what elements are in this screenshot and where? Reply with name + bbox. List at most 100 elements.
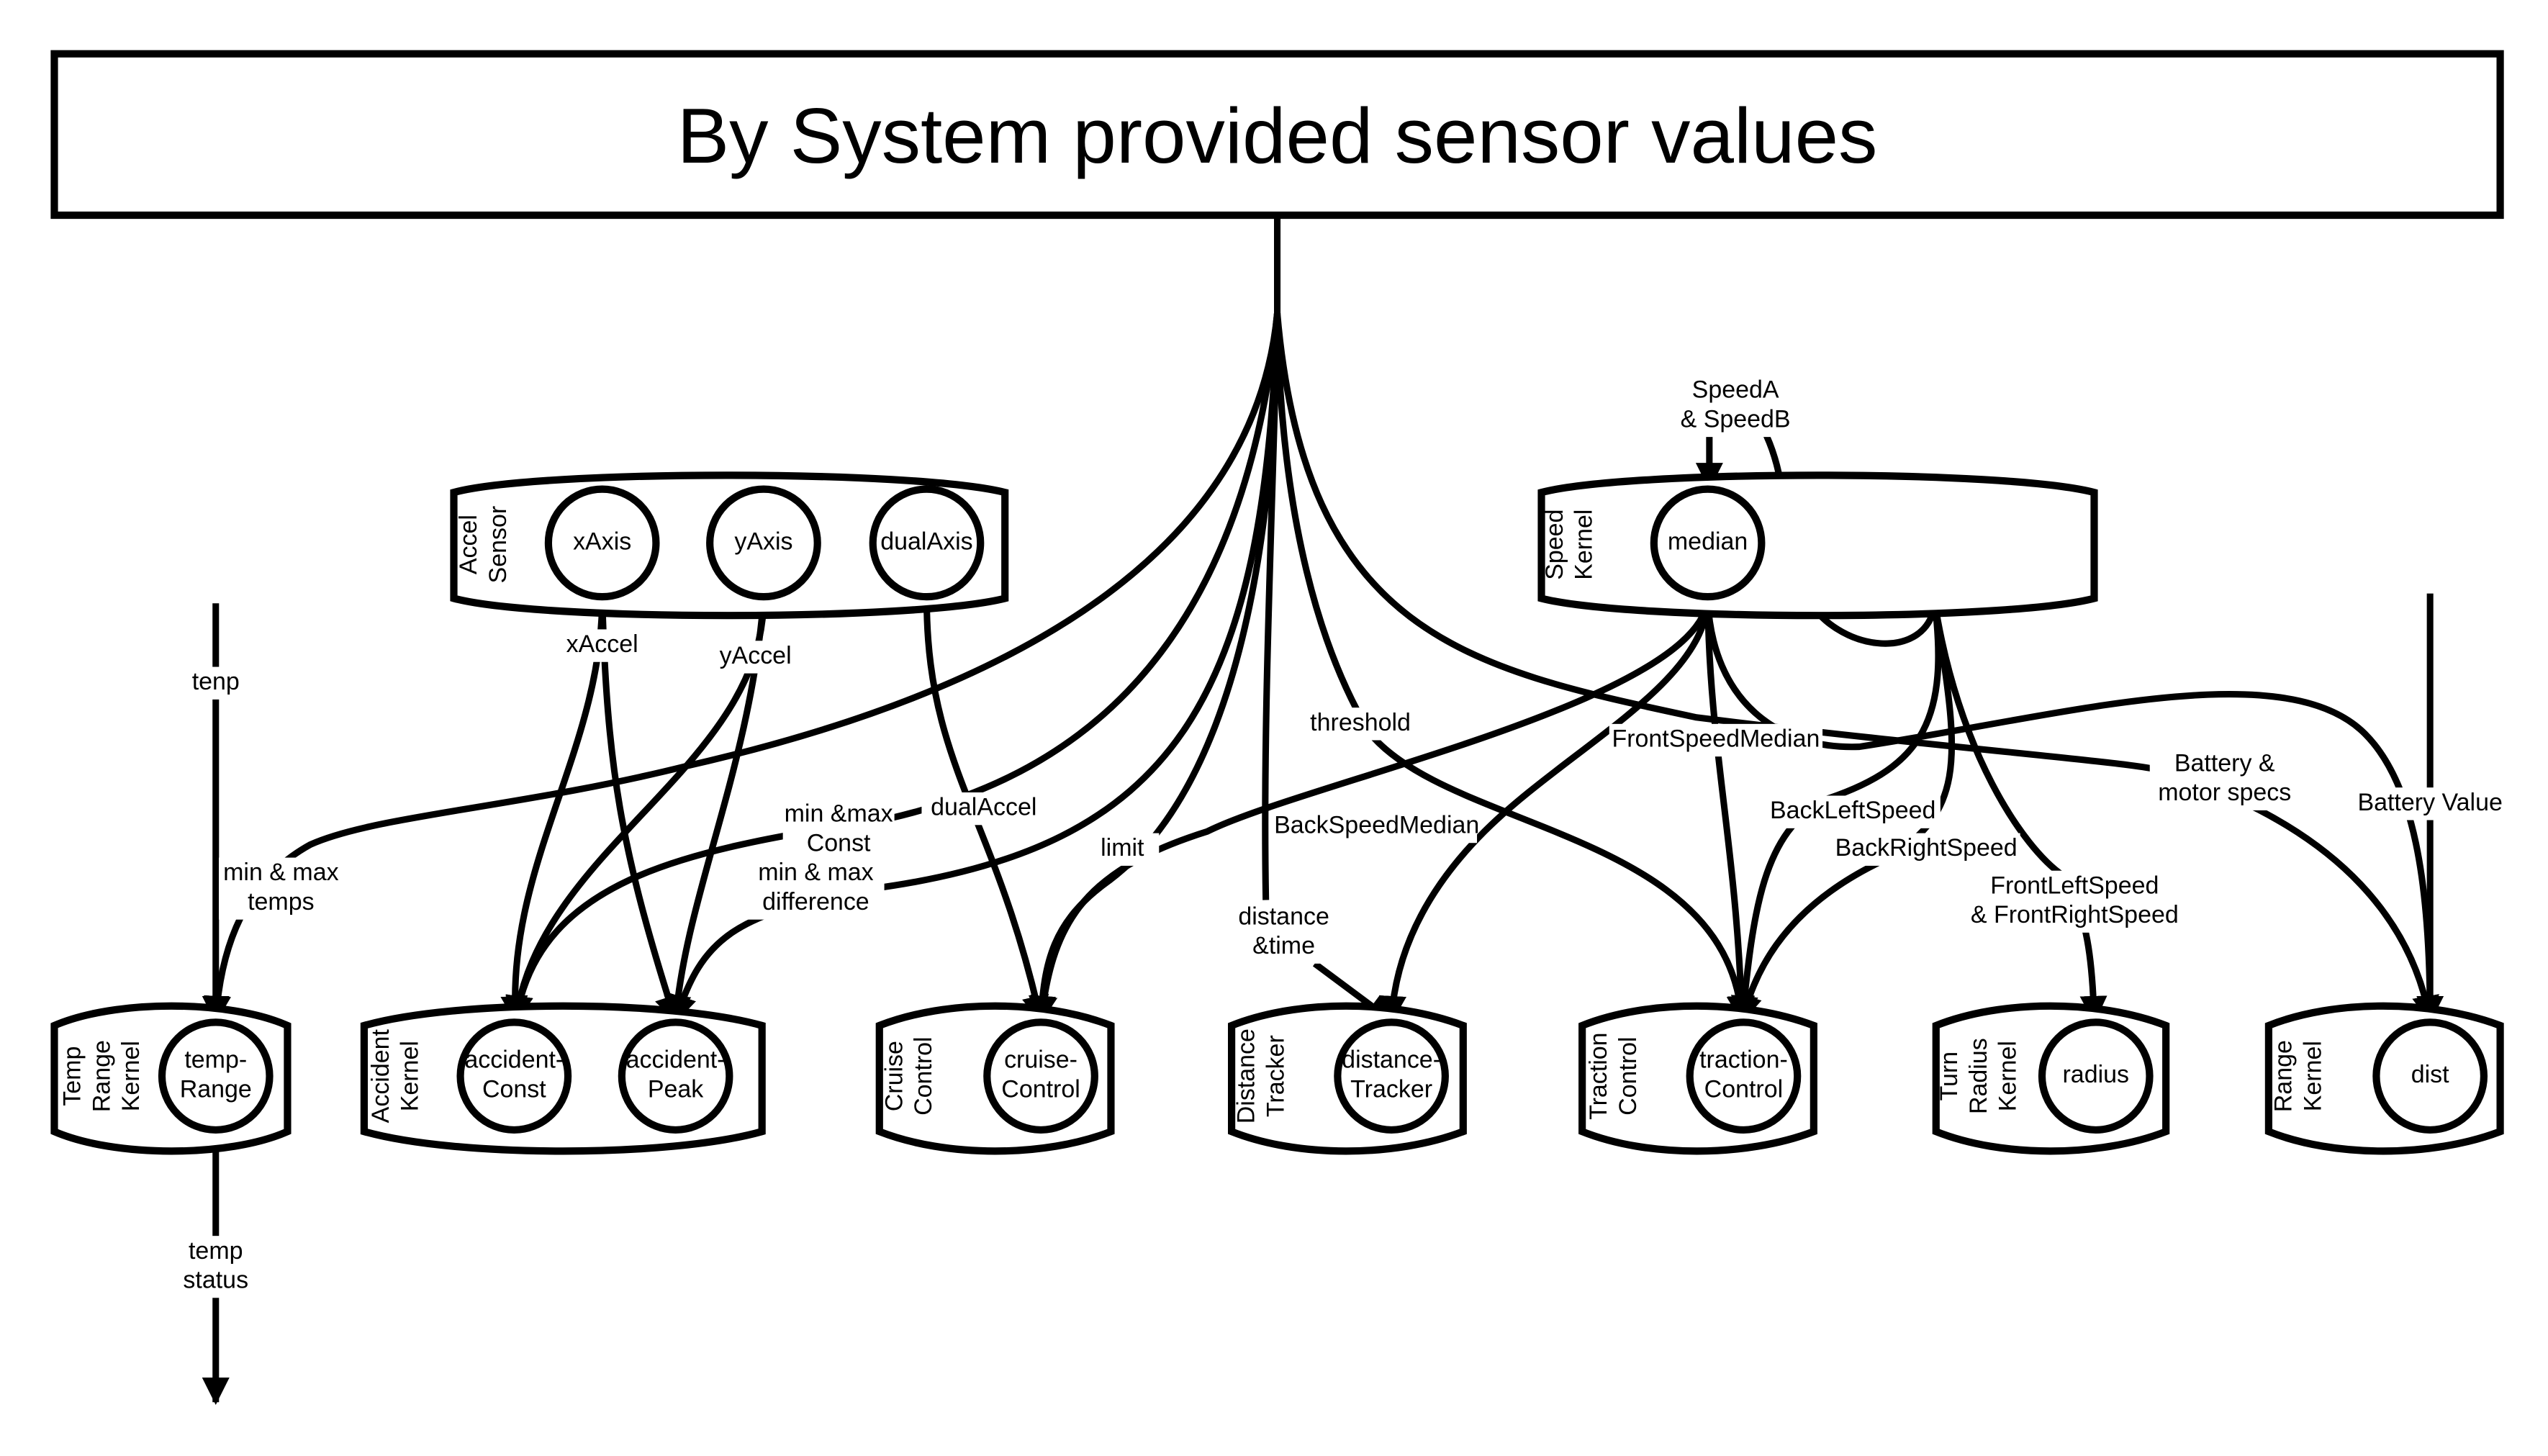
container-label-cruise-control-line: Cruise (880, 1041, 908, 1111)
node-label-dual-axis: dualAxis (880, 528, 972, 555)
edge-label-dual-accel: dualAccel (921, 792, 1047, 826)
edge-label-limit: limit (1085, 833, 1160, 866)
node-label-y-axis: yAxis (734, 528, 792, 555)
container-label-traction-control-line: Traction (1585, 1032, 1612, 1119)
container-label-turn-radius-kernel-line: Radius (1965, 1038, 1992, 1114)
node-temp-range (158, 1018, 274, 1134)
edge-label-x-accel-line: xAccel (566, 630, 638, 658)
node-label-accident-const-line: accident- (464, 1046, 564, 1074)
edge-label-min-max-difference-line: difference (762, 888, 869, 915)
node-label-accident-peak-line: Peak (648, 1076, 704, 1103)
node-label-temp-range-line: temp- (184, 1046, 247, 1074)
node-dual-axis (869, 485, 985, 601)
node-label-radius-line: radius (2062, 1061, 2129, 1088)
edge-difference (669, 312, 1281, 1023)
container-label-accel-sensor-line: Sensor (484, 506, 512, 584)
node-label-distance-tracker-line: Tracker (1350, 1076, 1432, 1103)
edge-label-battery-value: Battery Value (2342, 787, 2518, 820)
node-label-traction-control-line: Control (1704, 1076, 1784, 1103)
edge-label-back-left-speed-line: BackLeftSpeed (1770, 797, 1935, 824)
edge-label-threshold: threshold (1298, 707, 1423, 741)
node-traction-control (1686, 1018, 1802, 1134)
edge-label-battery-motor-specs: Battery &motor specs (2149, 748, 2300, 810)
edge-threshold-to-traction (1274, 312, 1754, 1023)
container-label-traction-control-line: Control (1614, 1036, 1642, 1116)
edge-label-back-speed-median: BackSpeedMedian (1274, 810, 1479, 844)
edge-label-front-speed-median: FrontSpeedMedian (1609, 723, 1823, 757)
edge-label-distance-time: distance&time (1228, 901, 1340, 964)
edge-label-battery-value-line: Battery Value (2357, 789, 2502, 816)
node-label-dual-axis-line: dualAxis (880, 528, 972, 555)
container-label-accident-kernel-line: Kernel (397, 1041, 424, 1111)
edge-const-threshold (506, 312, 1281, 1023)
edge-label-tenp: tenp (185, 666, 246, 700)
speed-kernel-container (1537, 471, 2098, 620)
system-box (50, 50, 2504, 220)
edge-label-min-max-temps-line: min & max (223, 859, 338, 886)
edge-label-front-left-right-speed-line: FrontLeftSpeed (1990, 872, 2159, 899)
edge-median-fan (1704, 600, 2434, 1021)
node-median (1650, 485, 1766, 601)
container-label-distance-tracker-line: Distance (1233, 1028, 1260, 1123)
node-label-cruise-control-line: Control (1001, 1076, 1080, 1103)
container-label-cruise-control-line: Control (910, 1036, 937, 1116)
node-accident-const (456, 1018, 572, 1134)
container-label-speed-kernel-line: Kernel (1571, 510, 1598, 580)
node-label-cruise-control: cruise-Control (1001, 1046, 1080, 1103)
node-label-accident-peak-line: accident- (626, 1046, 726, 1074)
node-label-x-axis-line: xAxis (573, 528, 631, 555)
node-dist (2372, 1018, 2488, 1134)
container-label-temp-range-kernel-line: Range (88, 1040, 115, 1112)
node-label-temp-range-line: Range (180, 1076, 252, 1103)
edge-label-speeds-line: & SpeedB (1681, 405, 1791, 433)
container-label-speed-kernel-line: Speed (1541, 510, 1568, 580)
edge-label-back-right-speed-line: BackRightSpeed (1835, 834, 2018, 862)
node-label-distance-tracker: distance-Tracker (1342, 1046, 1441, 1103)
edge-label-min-max-temps-line: temps (248, 888, 315, 915)
edge-label-front-left-right-speed: FrontLeftSpeed& FrontRightSpeed (1961, 870, 2188, 933)
edge-label-distance-time-line: distance (1238, 903, 1329, 930)
container-label-turn-radius-kernel-line: Kernel (1994, 1041, 2022, 1111)
edge-label-limit-line: limit (1101, 834, 1144, 862)
node-distance-tracker (1334, 1018, 1449, 1134)
edge-label-back-speed-median-line: BackSpeedMedian (1274, 812, 1479, 839)
edge-label-y-accel-line: yAccel (720, 642, 792, 669)
node-radius (2038, 1018, 2154, 1134)
node-label-radius: radius (2062, 1061, 2129, 1088)
node-label-median-line: median (1668, 528, 1748, 555)
edge-xaxis-to-peak (599, 598, 682, 1023)
edge-label-speeds: SpeedA& SpeedB (1679, 375, 1792, 438)
container-label-accident-kernel-line: Accident (367, 1028, 394, 1123)
edge-label-min-max-const-line: min &max (785, 800, 893, 828)
edge-label-y-accel: yAccel (712, 641, 799, 674)
edge-label-distance-time-line: &time (1252, 932, 1315, 959)
node-label-accident-const: accident-Const (464, 1046, 564, 1103)
edge-backspeedmedian-to-cruise (1030, 600, 1712, 1023)
node-label-distance-tracker-line: distance- (1342, 1046, 1441, 1074)
node-label-dist-line: dist (2411, 1061, 2449, 1088)
node-x-axis (544, 485, 660, 601)
system-title: By System provided sensor values (677, 93, 1878, 180)
edge-median-to-traction (1704, 600, 1756, 1023)
node-y-axis (706, 485, 821, 601)
edge-label-back-left-speed: BackLeftSpeed (1765, 795, 1941, 828)
node-label-cruise-control-line: cruise- (1004, 1046, 1078, 1074)
node-label-x-axis: xAxis (573, 528, 631, 555)
node-label-traction-control: traction-Control (1699, 1046, 1788, 1103)
edge-label-threshold-line: threshold (1310, 709, 1411, 736)
edge-label-x-accel: xAccel (559, 629, 646, 662)
edge-label-front-speed-median-line: FrontSpeedMedian (1612, 725, 1820, 752)
node-label-median: median (1668, 528, 1748, 555)
container-label-distance-tracker-line: Tracker (1262, 1035, 1289, 1117)
